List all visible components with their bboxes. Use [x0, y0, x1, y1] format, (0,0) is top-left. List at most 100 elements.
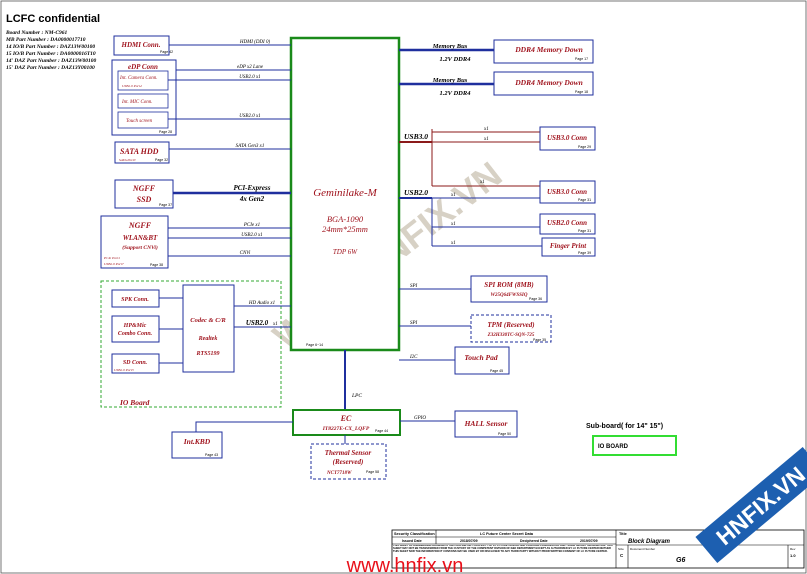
ngff-ssd-page: Page 37 [159, 203, 172, 207]
cpu-page: Page 6~14 [306, 343, 323, 347]
hda-label: HD Audio x1 [248, 301, 275, 306]
header-info-line: 14' DAZ Part Number : DAZ13W00100 [6, 58, 97, 64]
header-info-line: 15' DAZ Part Number : DAZ13Y00100 [6, 65, 95, 71]
model-value: G6 [676, 557, 685, 564]
ssd-bus-label2: 4x Gen2 [239, 195, 265, 203]
header-title: LCFC confidential [6, 13, 100, 25]
usb30-conn-box-1 [539, 126, 596, 151]
usb3-x1-a: x1 [483, 127, 489, 132]
io-board-sub-label: IO BOARD [598, 444, 629, 450]
finger-print-page: Page 39 [578, 251, 591, 255]
ngff-ssd-label2: SSD [137, 195, 152, 204]
wlan-bus-label2: USB2.0 x1 [241, 233, 262, 238]
spi-rom-label: SPI ROM (8MB) [484, 281, 533, 289]
codec-label1: Codec & C/R [190, 317, 226, 324]
ngff-wlan-sub2: USB2.0 Port7 [104, 262, 124, 266]
io-board-frame [100, 280, 282, 408]
ec-page: Page 44 [375, 429, 388, 433]
subboard-title: Sub-board( for 14" 15") [586, 423, 663, 430]
touch-pad-label: Touch Pad [464, 353, 498, 362]
legal-text-container: THIS SHEET OF ENGINEERING DRAWING IS THE… [393, 545, 613, 553]
ddr4-label-2: DDR4 Memory Down [514, 78, 583, 87]
mic-box [117, 93, 169, 109]
header-info-line: Board Number : NM-C961 [5, 30, 68, 36]
usb30-conn-label-1: USB3.0 Conn [547, 134, 587, 142]
size-label: Size [618, 547, 624, 551]
mem-bus-label-1: Memory Bus [432, 43, 468, 50]
ddr4-page-2: Page 18 [575, 90, 588, 94]
spk-conn-label: SPK Conn. [121, 297, 149, 303]
thermal-label1: Thermal Sensor [325, 449, 372, 457]
ngff-wlan-box [100, 215, 169, 269]
ec-label: EC [340, 414, 352, 423]
cpu-tdp: TDP 6W [333, 248, 358, 256]
bottom-watermark: www.hnfix.vn [346, 555, 464, 574]
hdmi-bus-label: HDMI (DDI 0) [239, 40, 271, 45]
ngff-wlan-label2: WLAN&BT [123, 234, 158, 242]
io-usb-x1: x1 [272, 322, 278, 327]
wlan-bus-label1: PCIe x1 [243, 223, 260, 228]
i2c-label: I2C [409, 355, 418, 360]
io-board-label: IO Board [119, 398, 150, 407]
camera-usb-label: USB2.0 x1 [239, 75, 260, 80]
mem-bus-label-2: Memory Bus [432, 77, 468, 84]
edp-conn-label: eDP Conn [128, 63, 158, 71]
ddr4-label-1: DDR4 Memory Down [514, 45, 583, 54]
codec-label3: RTS5199 [195, 351, 219, 357]
codec-box [182, 284, 235, 373]
security-label: Security Classification [394, 532, 435, 536]
ec-part: IT8227E-CX_LQFP [322, 426, 370, 432]
touch-box [117, 111, 169, 129]
tpm-part: Z32H330TC-SQN-725 [487, 333, 535, 338]
codec-label2: Realtek [198, 336, 218, 342]
usb20-conn-box [539, 213, 596, 235]
edp-conn-box [111, 59, 177, 136]
thermal-sensor-box [310, 443, 387, 480]
ngff-wlan-sub1: PCIe Port1 [103, 256, 120, 260]
touch-usb-label: USB2.0 x1 [239, 114, 260, 119]
thermal-label2: (Reserved) [333, 458, 364, 466]
sata-hdd-box [114, 141, 170, 164]
spi-rom-bus: SPI [410, 284, 418, 289]
usb3-label: USB3.0 [404, 132, 428, 141]
thermal-part: NCT7718W [326, 471, 352, 476]
corner-watermark-band [695, 446, 807, 564]
usb3-x1-c: x1 [479, 180, 485, 185]
issued-label: Issued Date [402, 539, 422, 543]
usb2-x1-c: x1 [450, 241, 456, 246]
secret-label: LC Future Center Secret Data [480, 532, 534, 536]
lpc-label: LPC [351, 393, 362, 399]
header-info: Board Number : NM-C961 MB Part Number : … [5, 30, 97, 71]
ssd-bus-label1: PCI-Express [234, 184, 271, 192]
spi-rom-page: Page 36 [529, 297, 542, 301]
usb30-conn-page-1: Page 29 [578, 145, 591, 149]
usb20-conn-label: USB2.0 Conn [547, 219, 587, 227]
ngff-wlan-page: Page 38 [150, 263, 163, 267]
spi-rom-part: W25Q64FWSSIQ [491, 293, 528, 298]
deciphered-value: 2019/07/09 [580, 539, 598, 543]
legal-text: THIS SHEET OF ENGINEERING DRAWING IS THE… [393, 545, 613, 553]
header-info-line: 14 IO/B Part Number : DAZ13W00100 [6, 44, 95, 50]
rev-value: 1.0 [790, 553, 796, 558]
hdmi-page: Page 42 [160, 50, 173, 54]
hp-mic-box [111, 315, 160, 343]
tpm-label: TPM (Reserved) [487, 321, 534, 329]
sd-conn-label: SD Conn. [123, 360, 148, 366]
kbd-page: Page 43 [205, 453, 218, 457]
mic-label: Int. MIC Conn. [121, 100, 153, 105]
ec-box [292, 409, 401, 436]
issued-value: 2018/07/09 [460, 539, 478, 543]
io-usb-label: USB2.0 [246, 319, 269, 327]
edp-bus-label: eDP x2 Lane [237, 65, 264, 70]
tpm-page: Page 35 [533, 338, 546, 342]
usb2-x1-a: x1 [450, 193, 456, 198]
cpu-package: BGA-1090 [327, 214, 364, 224]
tpm-box [470, 314, 552, 343]
usb20-conn-page: Page 31 [578, 229, 591, 233]
docnum-label: Document Number [630, 547, 655, 551]
gpio-label: GPIO [414, 416, 426, 421]
ddr4-box-1 [493, 39, 594, 64]
thermal-page: Page 58 [366, 470, 379, 474]
cpu-size: 24mm*25mm [322, 224, 368, 234]
